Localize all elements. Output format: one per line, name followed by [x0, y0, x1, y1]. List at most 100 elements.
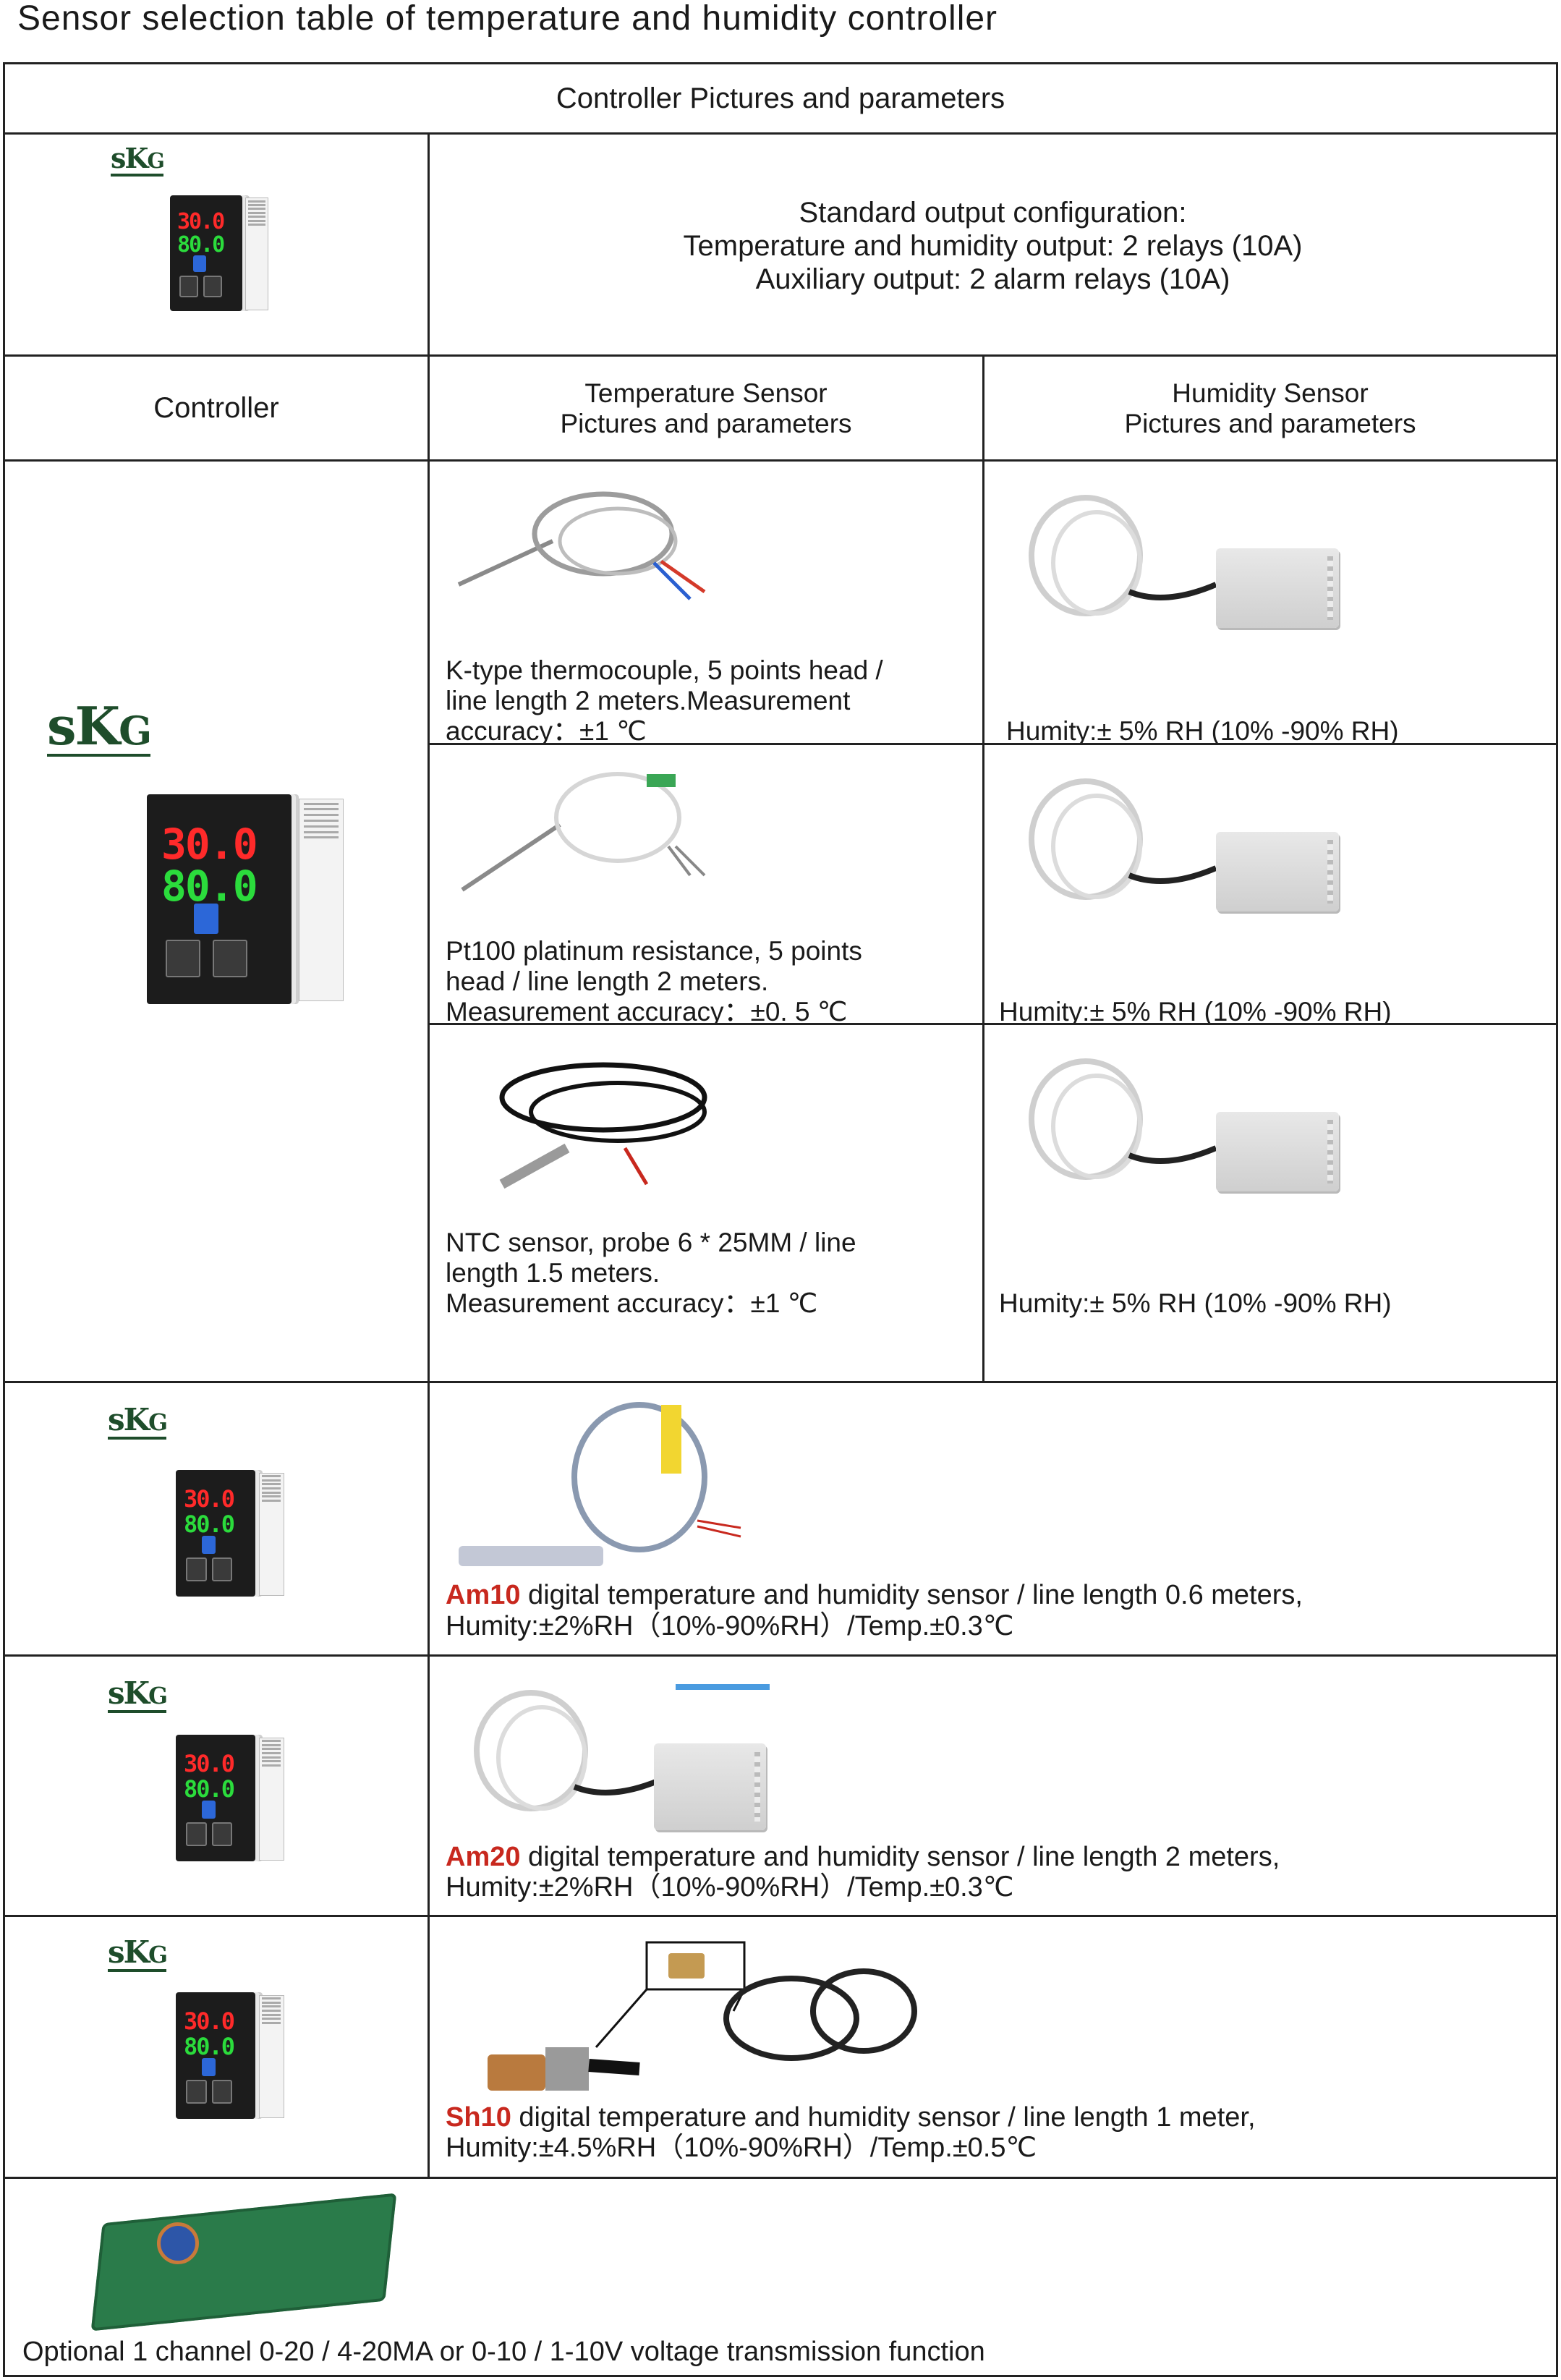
am10-line1: Am10 digital temperature and humidity se…: [446, 1580, 1303, 1610]
controller-display-bottom: 80.0: [184, 1510, 235, 1538]
col-header-hum-line2: Pictures and parameters: [1124, 409, 1416, 438]
controller-display-top: 30.0: [177, 209, 225, 235]
am20-line1: Am20 digital temperature and humidity se…: [446, 1842, 1280, 1872]
temp-sensor-1-line3: accuracy：±1 ℃: [446, 716, 647, 745]
logo-k: K: [123, 1402, 150, 1437]
section-title: Controller Pictures and parameters: [556, 82, 1005, 114]
am20-sensor-image: [474, 1690, 663, 1811]
set-key-icon: [201, 2058, 216, 2077]
output-config-cell: Standard output configuration: Temperatu…: [428, 132, 1558, 357]
controller-device-image: 30.0 80.0: [170, 195, 268, 311]
sh10-line2: Humity:±4.5%RH（10%-90%RH）/Temp.±0.5℃: [446, 2133, 1037, 2163]
transmission-board-image: [90, 2193, 397, 2332]
digital-sensor-cell-am10: Am10 digital temperature and humidity se…: [428, 1381, 1558, 1657]
up-key-icon: [212, 2080, 233, 2104]
controller-keys: [185, 2058, 233, 2104]
logo-k: K: [75, 695, 121, 757]
controller-side-label: [258, 1737, 284, 1861]
board-potentiometer-icon: [157, 2222, 199, 2264]
controller-display-bottom: 80.0: [161, 861, 258, 911]
digital-sensor-cell-sh10: Sh10 digital temperature and humidity se…: [428, 1915, 1558, 2179]
temp-sensor-3-line3: Measurement accuracy：±1 ℃: [446, 1288, 818, 1318]
transmission-option-text: Optional 1 channel 0-20 / 4-20MA or 0-10…: [22, 2337, 985, 2367]
sh10-sensor-image: [488, 1941, 917, 2091]
thermocouple-image: [457, 491, 706, 600]
controller-side-label: [299, 798, 344, 1002]
brand-logo: sKG: [108, 1675, 168, 1713]
down-key-icon: [186, 1557, 207, 1582]
page-title: Sensor selection table of temperature an…: [17, 0, 998, 38]
set-key-icon: [201, 1801, 216, 1819]
temp-sensor-2-line2: head / line length 2 meters.: [446, 966, 769, 996]
controller-device-image: 30.0 80.0: [176, 1992, 284, 2119]
controller-device-image: 30.0 80.0: [176, 1470, 284, 1597]
down-key-icon: [179, 275, 199, 298]
humidity-sensor-box: [1216, 548, 1339, 628]
controller-cell-sh10: sKG 30.0 80.0: [3, 1915, 430, 2179]
brand-logo: sKG: [108, 1937, 168, 1972]
controller-keys: [179, 255, 222, 298]
controller-display-bottom: 80.0: [177, 232, 225, 258]
col-header-temp: Temperature Sensor Pictures and paramete…: [428, 354, 984, 462]
controller-display-top: 30.0: [184, 1750, 235, 1777]
am20-desc: digital temperature and humidity sensor …: [520, 1842, 1280, 1872]
col-header-controller-label: Controller: [153, 392, 279, 424]
controller-display-top: 30.0: [184, 2007, 235, 2035]
hum-sensor-2-text: Humity:± 5% RH (10% -90% RH): [999, 997, 1392, 1025]
up-key-icon: [203, 275, 222, 298]
set-key-icon: [193, 255, 206, 273]
humidity-sensor-cable-image: [1029, 495, 1217, 616]
sh10-desc: digital temperature and humidity sensor …: [511, 2102, 1256, 2133]
hum-sensor-cell-3: Humity:± 5% RH (10% -90% RH): [982, 1023, 1558, 1383]
temp-sensor-cell-2: Pt100 platinum resistance, 5 points head…: [428, 743, 984, 1025]
am10-model: Am10: [446, 1580, 521, 1610]
logo-k: K: [124, 142, 148, 174]
up-key-icon: [213, 939, 248, 977]
humidity-sensor-box: [654, 1743, 766, 1830]
up-key-icon: [212, 1822, 233, 1847]
controller-cell-am20: sKG 30.0 80.0: [3, 1654, 430, 1917]
controller-side-label: [245, 197, 268, 310]
temp-sensor-2-line3: Measurement accuracy：±0. 5 ℃: [446, 997, 848, 1025]
am20-model: Am20: [446, 1842, 521, 1872]
section-header-cell: Controller Pictures and parameters: [3, 62, 1558, 135]
am20-line2: Humity:±2%RH（10%-90%RH）/Temp.±0.3℃: [446, 1872, 1014, 1903]
brand-logo: sKG: [47, 695, 152, 757]
output-config-line1: Standard output configuration:: [799, 197, 1187, 229]
transmission-option-cell: Optional 1 channel 0-20 / 4-20MA or 0-10…: [3, 2177, 1558, 2377]
down-key-icon: [186, 2080, 207, 2104]
set-key-icon: [201, 1536, 216, 1555]
controller-keys: [185, 1536, 233, 1582]
up-key-icon: [212, 1557, 233, 1582]
temp-sensor-cell-3: NTC sensor, probe 6 * 25MM / line length…: [428, 1023, 984, 1383]
temp-sensor-2-line1: Pt100 platinum resistance, 5 points: [446, 936, 862, 966]
controller-display-top: 30.0: [184, 1485, 235, 1513]
controller-cell-main: sKG 30.0 80.0: [3, 459, 430, 1383]
humidity-sensor-box: [1216, 1112, 1339, 1191]
controller-display-bottom: 80.0: [184, 2033, 235, 2060]
hum-sensor-cell-1: Humity:± 5% RH (10% -90% RH): [982, 459, 1558, 745]
down-key-icon: [166, 939, 201, 977]
down-key-icon: [186, 1822, 207, 1847]
brand-logo: sKG: [111, 142, 165, 177]
temp-sensor-1-line2: line length 2 meters.Measurement: [446, 686, 851, 715]
controller-cell-top: sKG 30.0 80.0: [3, 132, 430, 357]
sh10-line1: Sh10 digital temperature and humidity se…: [446, 2102, 1256, 2133]
controller-side-label: [258, 1994, 284, 2118]
controller-display-top: 30.0: [161, 819, 258, 869]
sensor-table: Controller Pictures and parameters sKG 3…: [3, 62, 1558, 2377]
controller-keys: [164, 903, 248, 979]
temp-sensor-1-line1: K-type thermocouple, 5 points head /: [446, 655, 883, 685]
humidity-sensor-cable-image: [1029, 1058, 1217, 1180]
col-header-temp-line2: Pictures and parameters: [560, 409, 852, 438]
output-config-line2: Temperature and humidity output: 2 relay…: [683, 230, 1303, 262]
ntc-sensor-image: [499, 1062, 707, 1189]
hum-sensor-1-text: Humity:± 5% RH (10% -90% RH): [1006, 716, 1399, 745]
am10-line2: Humity:±2%RH（10%-90%RH）/Temp.±0.3℃: [446, 1611, 1014, 1641]
hum-sensor-3-text: Humity:± 5% RH (10% -90% RH): [999, 1288, 1392, 1318]
set-key-icon: [193, 903, 219, 934]
logo-k: K: [123, 1675, 150, 1711]
temp-sensor-3-line1: NTC sensor, probe 6 * 25MM / line: [446, 1228, 856, 1257]
controller-cell-am10: sKG 30.0 80.0: [3, 1381, 430, 1657]
controller-display-bottom: 80.0: [184, 1775, 235, 1803]
